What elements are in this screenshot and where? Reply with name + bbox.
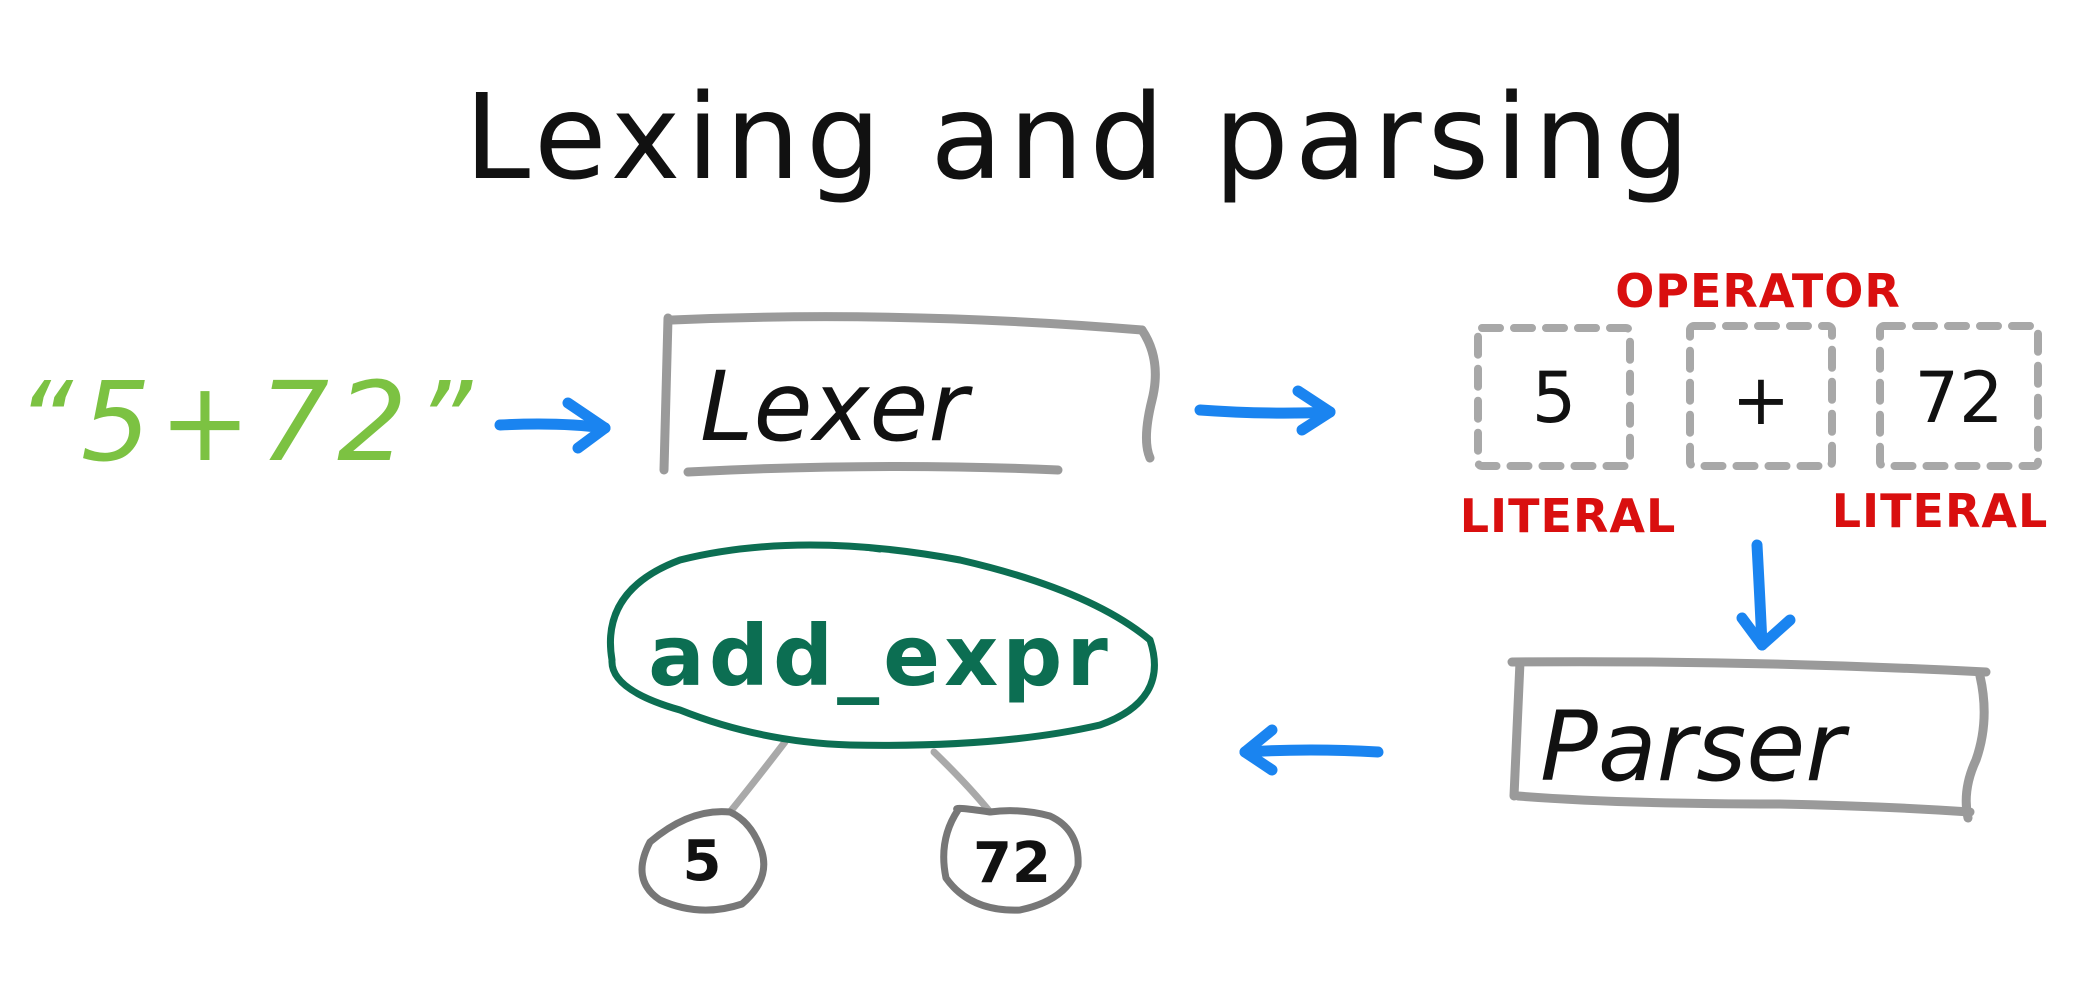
token-list: 5 LITERAL + OPERATOR 72 LITERAL <box>1460 264 2049 543</box>
ast-leaf-5: 5 <box>638 808 768 914</box>
arrow-input-to-lexer-icon <box>494 397 611 454</box>
lexer-box: Lexer <box>659 312 1160 477</box>
token-type-label: LITERAL <box>1460 489 1677 543</box>
arrow-lexer-to-tokens-icon <box>1194 385 1336 436</box>
token-value: + <box>1732 359 1791 441</box>
ast-leaf-label: 72 <box>973 831 1051 896</box>
token-value: 5 <box>1532 357 1577 439</box>
ast-leaf-label: 5 <box>683 829 722 894</box>
arrow-tokens-to-parser-icon <box>1736 539 1796 651</box>
parser-box: Parser <box>1507 657 1991 823</box>
ast-edge-right <box>930 748 994 816</box>
ast-edge-left <box>726 738 789 816</box>
ast-root-label: add_expr <box>648 607 1112 705</box>
arrow-parser-to-ast-icon <box>1239 724 1384 776</box>
token-operator-plus: + OPERATOR <box>1615 264 1901 470</box>
token-literal-5: 5 LITERAL <box>1460 324 1677 543</box>
ast-edges <box>726 738 994 816</box>
token-literal-72: 72 LITERAL <box>1832 322 2049 538</box>
input-string: “5+72” <box>16 358 480 486</box>
parser-label: Parser <box>1540 691 1850 803</box>
diagram-title: Lexing and parsing <box>464 68 1695 206</box>
token-value: 72 <box>1914 357 2003 439</box>
token-type-label: OPERATOR <box>1615 264 1901 318</box>
ast-leaf-72: 72 <box>940 804 1082 914</box>
lexer-label: Lexer <box>700 351 973 463</box>
ast-root-node: add_expr <box>606 541 1158 749</box>
token-type-label: LITERAL <box>1832 484 2049 538</box>
